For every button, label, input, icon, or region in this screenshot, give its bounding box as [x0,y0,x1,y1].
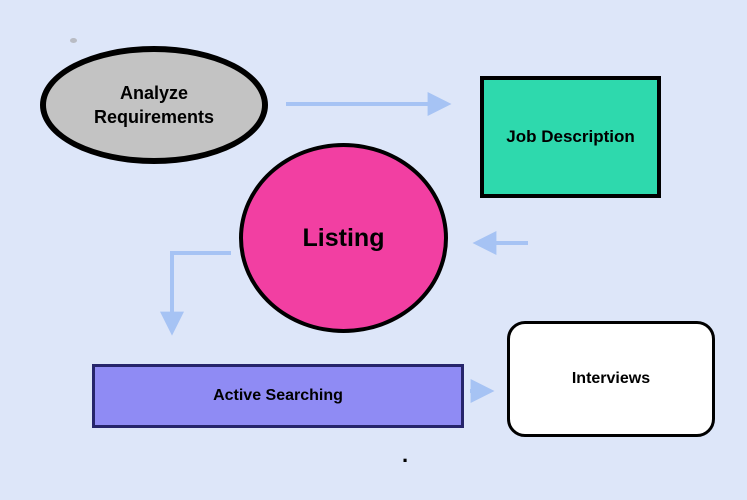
node-job-description-label: Job Description [506,127,635,146]
node-analyze-requirements: Analyze Requirements [40,46,268,164]
arrow-listing-to-active-searching [160,251,231,336]
background-speck [70,38,77,43]
node-interviews-label: Interviews [571,370,651,387]
node-analyze-requirements-label: Analyze Requirements [93,82,215,127]
stray-period-mark: . [402,442,409,467]
node-active-searching-label: Active Searching [213,387,343,404]
node-listing-label: Listing [302,223,385,252]
node-listing: Listing [239,143,448,333]
node-job-description: Job Description [480,76,661,198]
node-interviews: Interviews [507,321,715,437]
node-active-searching: Active Searching [92,364,464,428]
